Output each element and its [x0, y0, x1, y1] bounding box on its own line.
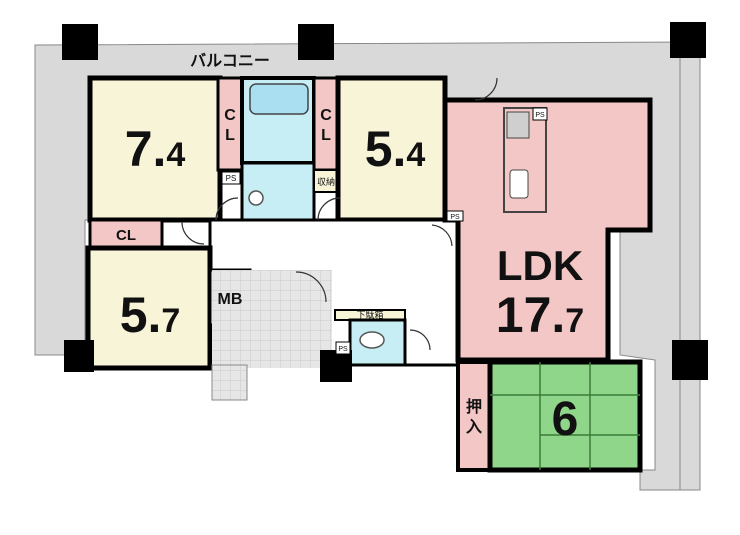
ldk-main: 17.	[496, 287, 566, 343]
door-swings	[181, 77, 498, 351]
balcony-label: バルコニー	[190, 52, 270, 70]
wash-basin	[248, 190, 264, 206]
closet-oshiire	[456, 360, 492, 472]
ldk-dec: 7	[565, 302, 584, 340]
room-western-57-size: 5.7	[120, 287, 181, 343]
ldk-size: 17.7	[496, 287, 584, 343]
ps-label-2: PS	[535, 112, 545, 119]
closet-left	[216, 76, 244, 172]
closet-small-label: CL	[116, 227, 136, 244]
ps-label-4: PS	[338, 346, 348, 353]
room-western-54-size: 5.4	[365, 121, 426, 177]
entrance-floor	[212, 270, 332, 368]
w74-dec: 4	[166, 136, 185, 174]
w54-main: 5.	[365, 121, 407, 177]
w74-main: 7.	[125, 121, 167, 177]
tatami-lines	[490, 362, 640, 470]
w57-dec: 7	[161, 302, 180, 340]
balcony-right-strip	[679, 49, 701, 491]
room-western-74-size: 7.4	[125, 121, 186, 177]
w57-main: 5.	[120, 287, 162, 343]
oshiire-label: 押入	[466, 397, 482, 436]
ps-label-1: PS	[226, 174, 237, 183]
ps-label-3: PS	[450, 214, 460, 221]
mb-label: MB	[218, 291, 243, 308]
stove	[506, 111, 530, 139]
room-western-57	[85, 245, 213, 371]
pillars	[62, 22, 708, 382]
w54-dec: 4	[406, 136, 425, 174]
shuno-label: 収納	[317, 176, 335, 187]
ldk-label: LDK	[497, 242, 583, 289]
closet-right	[312, 76, 340, 172]
ps-boxes: PS PS PS PS	[221, 107, 548, 355]
entrance-porch	[211, 364, 248, 401]
toilet-bowl	[359, 331, 385, 349]
japanese-size: 6	[552, 393, 579, 446]
bathtub	[249, 83, 309, 115]
getabako-label: 下駄箱	[356, 309, 383, 320]
room-japanese	[487, 359, 643, 473]
sink	[509, 169, 529, 199]
